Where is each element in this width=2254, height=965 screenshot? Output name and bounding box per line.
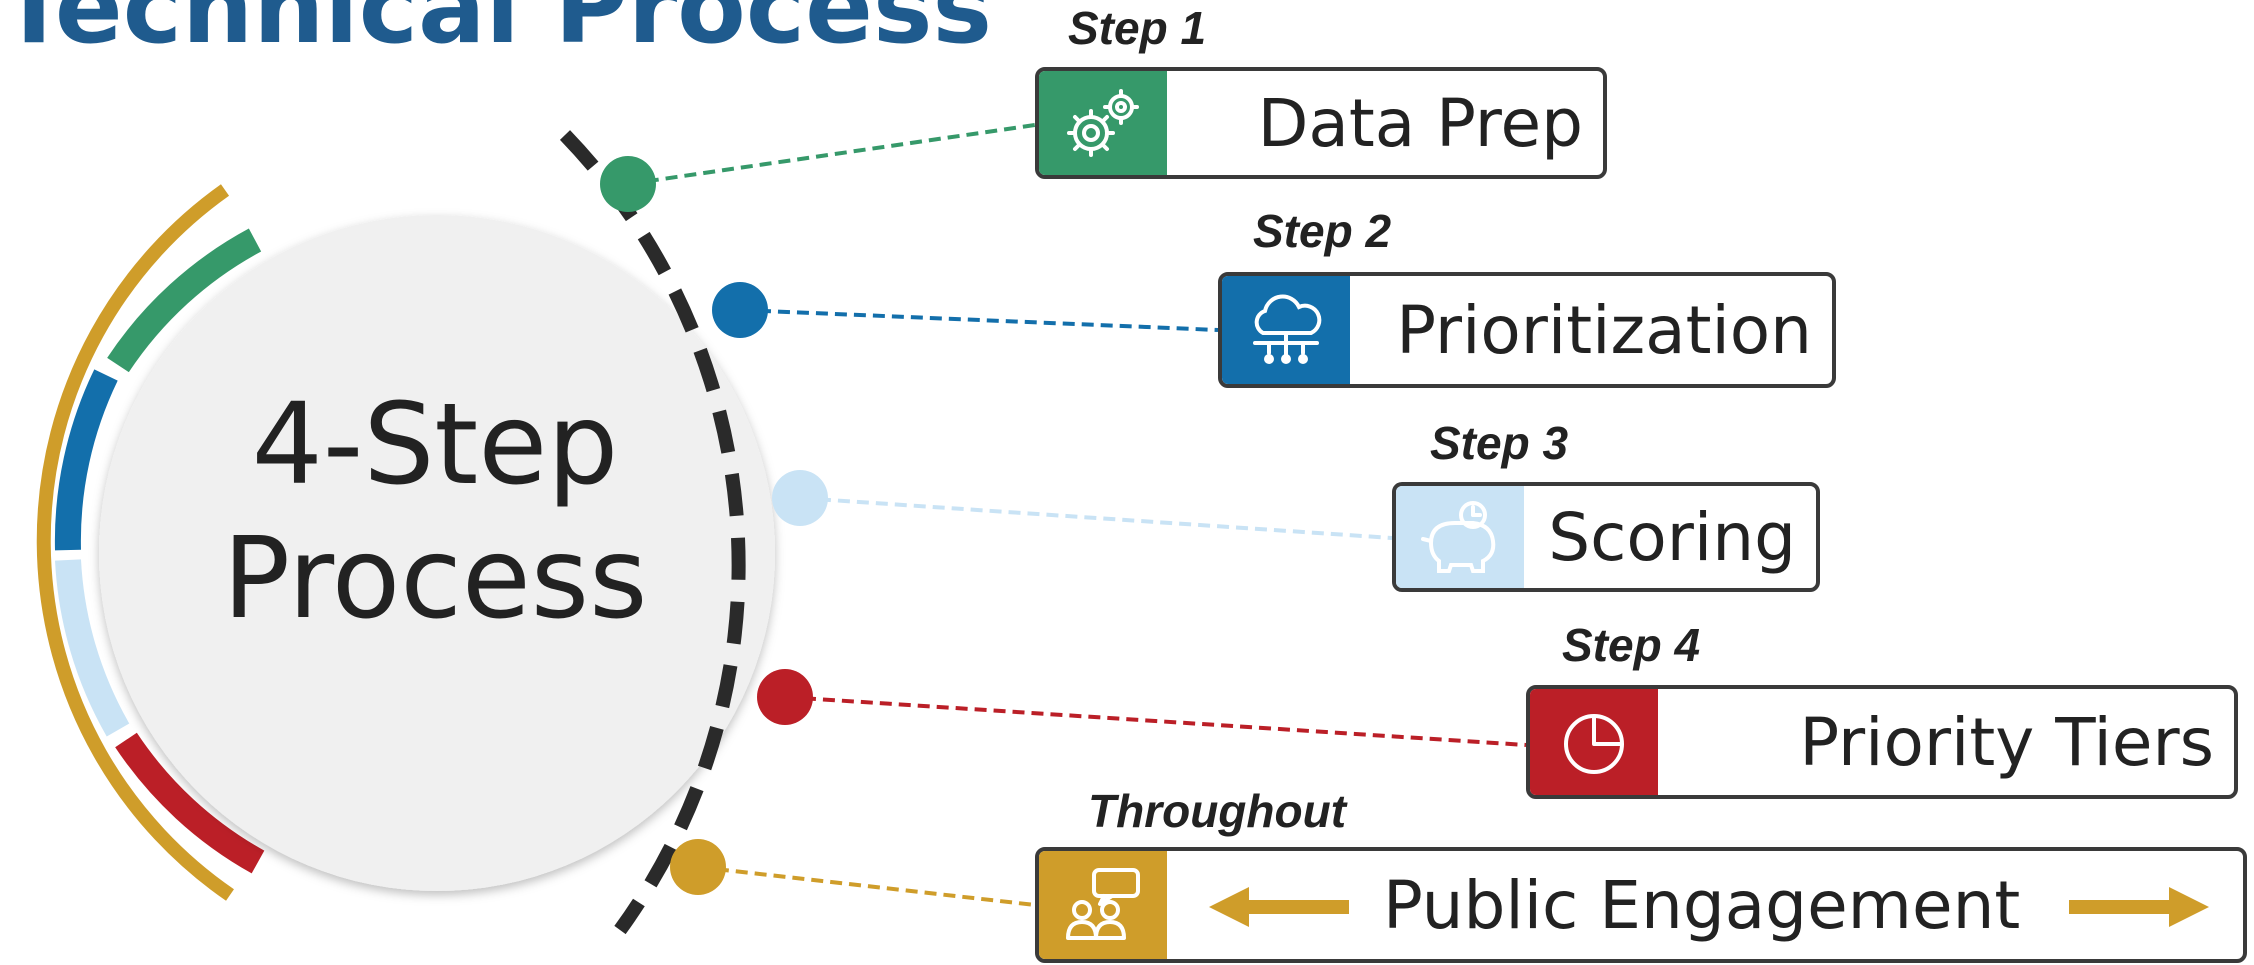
- center-circle: [99, 215, 775, 891]
- step-3-label: Step 3: [1430, 417, 1569, 469]
- dot-prioritization: [712, 282, 768, 338]
- connector-public-engagement: [697, 865, 1036, 907]
- step-1-box: Data Prep: [1035, 67, 1607, 179]
- step-2-box: Prioritization: [1218, 272, 1836, 388]
- step-1-label: Step 1: [1068, 2, 1207, 54]
- center-label-line2: Process: [222, 514, 648, 645]
- connector-prioritization: [739, 308, 1219, 332]
- right-arrow-icon: [2069, 887, 2209, 927]
- step-3-name: Scoring: [1548, 498, 1796, 576]
- connector-data-prep: [627, 123, 1036, 186]
- throughout-label: Throughout: [1088, 785, 1347, 837]
- center-label-line1: 4-Step: [251, 380, 619, 510]
- step-4-label: Step 4: [1562, 619, 1701, 671]
- step-4-name: Priority Tiers: [1799, 703, 2214, 781]
- step-2-label: Step 2: [1253, 205, 1392, 257]
- connector-priority-tiers: [784, 695, 1527, 747]
- step-1-name: Data Prep: [1257, 84, 1583, 162]
- left-arrow-icon: [1209, 887, 1349, 927]
- page-title: Technical Process: [0, 0, 992, 66]
- cloud-network-icon: [1222, 276, 1350, 384]
- public-engagement-box: Public Engagement: [1035, 847, 2247, 963]
- connector-scoring: [799, 496, 1393, 540]
- ring-segment-priority-tiers: [115, 732, 265, 874]
- timeline-track: [559, 130, 746, 935]
- ring-segment-prioritization: [54, 369, 118, 551]
- step-4-box: Priority Tiers: [1526, 685, 2238, 799]
- dot-public-engagement: [670, 839, 726, 895]
- dot-priority-tiers: [757, 669, 813, 725]
- center-label: 4-Step Process: [105, 378, 765, 647]
- dot-data-prep: [600, 156, 656, 212]
- gears-icon: [1039, 71, 1167, 175]
- step-3-box: Scoring: [1392, 482, 1820, 592]
- dot-scoring: [772, 470, 828, 526]
- pie-chart-icon: [1530, 689, 1658, 795]
- public-engagement-name: Public Engagement: [1383, 866, 2021, 944]
- piggy-bank-icon: [1396, 486, 1524, 588]
- ring-segment-data-prep: [107, 228, 262, 373]
- outer-ring-arc: [36, 184, 234, 901]
- people-chat-icon: [1039, 851, 1167, 959]
- step-2-name: Prioritization: [1396, 291, 1812, 369]
- ring-segment-scoring: [55, 559, 130, 737]
